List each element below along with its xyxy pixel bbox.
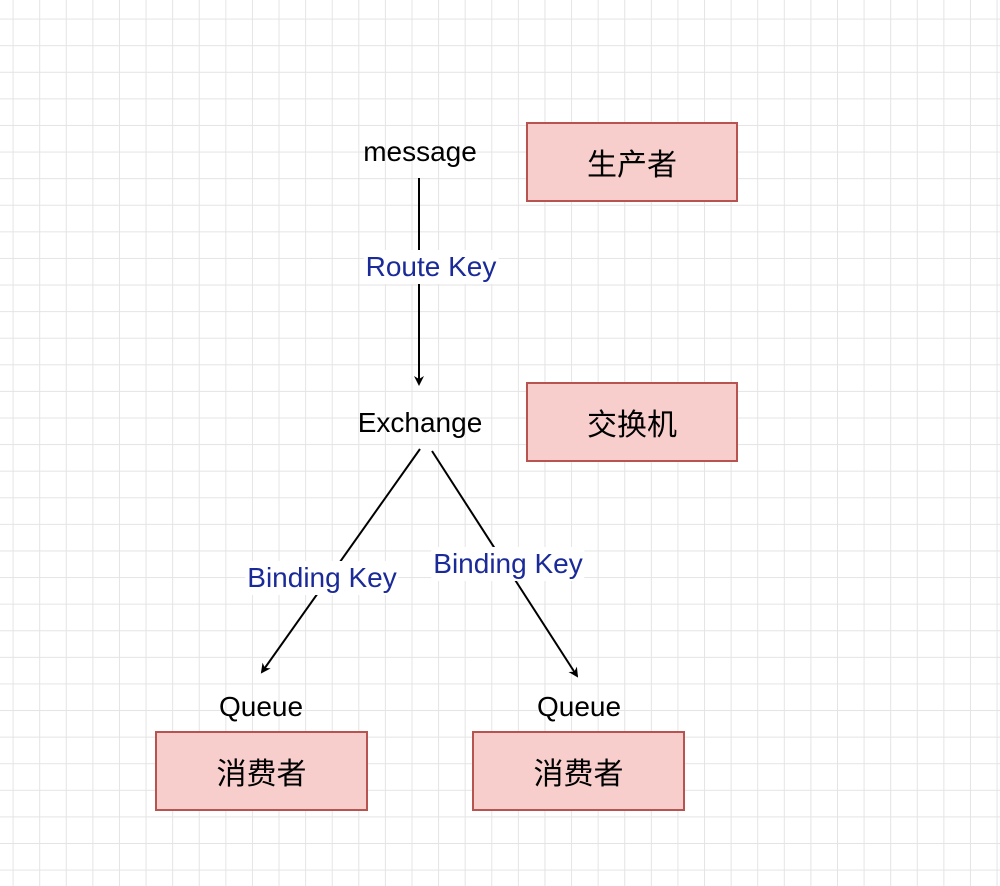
exchange-node: Exchange bbox=[357, 407, 483, 438]
right-queue-node: Queue bbox=[536, 691, 622, 722]
left-queue-node: Queue bbox=[218, 691, 304, 722]
right-consumer-box: 消费者 bbox=[472, 731, 685, 811]
left-consumer-box: 消费者 bbox=[155, 731, 368, 811]
right-binding-key-label: Binding Key bbox=[431, 547, 585, 581]
exchange-box: 交换机 bbox=[526, 382, 738, 462]
left-binding-key-label: Binding Key bbox=[245, 561, 399, 595]
message-node: message bbox=[363, 136, 477, 167]
producer-box: 生产者 bbox=[526, 122, 738, 202]
route-key-label: Route Key bbox=[363, 250, 499, 284]
left-binding-arrow bbox=[260, 448, 421, 674]
